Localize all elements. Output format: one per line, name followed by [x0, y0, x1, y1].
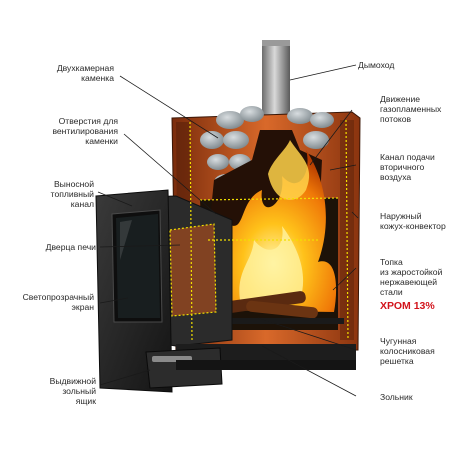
label-secondary-air-channel: Канал подачи вторичного воздуха: [380, 152, 435, 182]
label-outer-casing-convector: Наружный кожух-конвектор: [380, 211, 446, 231]
label-two-chamber-stove: Двухкамерная каменка: [56, 63, 114, 83]
leader-lines: [97, 64, 359, 397]
label-ventilation-holes: Отверстия для вентилирования каменки: [52, 116, 118, 146]
fuel-channel-and-door: [95, 189, 233, 393]
flames: [210, 140, 337, 312]
label-cast-iron-grate: Чугунная колосниковая решетка: [380, 336, 435, 366]
label-stove-door: Дверца печи: [45, 242, 96, 252]
label-transparent-screen: Светопрозрачный экран: [22, 292, 94, 312]
label-ash-drawer: Выдвижной зольный ящик: [49, 376, 96, 406]
label-external-fuel-channel: Выносной топливный канал: [50, 179, 94, 209]
label-chrome-13: ХРОМ 13%: [380, 300, 435, 312]
ash-drawer: [145, 344, 356, 389]
label-gas-flame-flow: Движение газопламенных потоков: [380, 94, 442, 124]
label-chimney: Дымоход: [358, 60, 395, 70]
chamber-outlines: [169, 119, 349, 341]
label-ash-pit: Зольник: [380, 392, 413, 402]
logs: [214, 291, 344, 324]
label-firebox-steel: Топка из жаростойкой нержавеющей стали: [380, 257, 443, 297]
